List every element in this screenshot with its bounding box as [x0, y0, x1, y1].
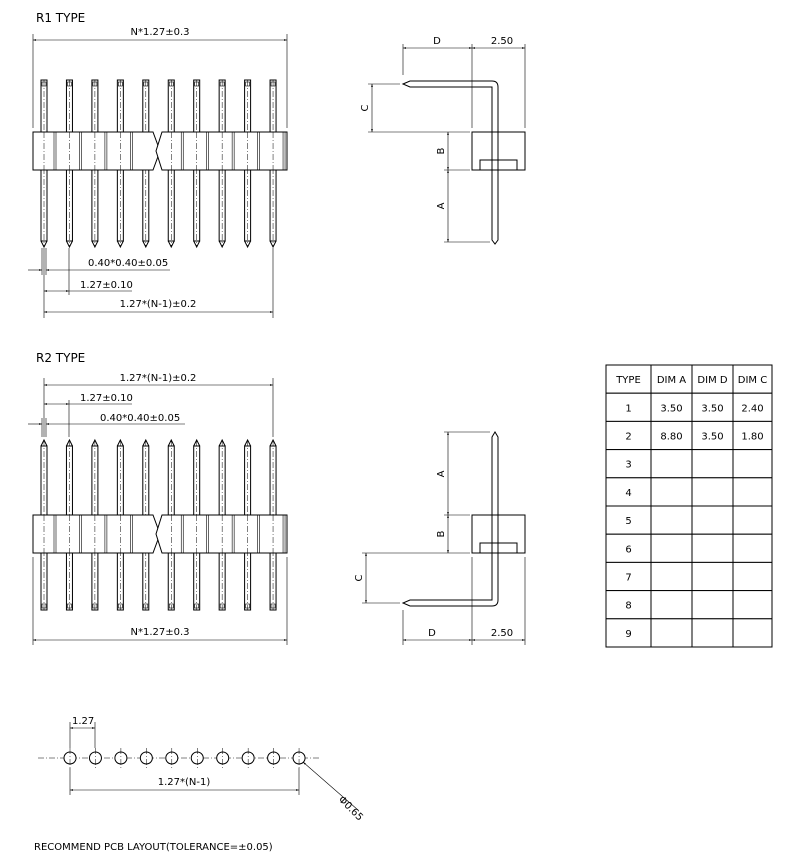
table-cell-text: 6 — [625, 544, 631, 555]
r1-dim-span: 1.27*(N-1)±0.2 — [120, 299, 197, 310]
table-cell — [732, 533, 773, 563]
table-cell — [691, 505, 734, 535]
r1-dim-a: A — [436, 202, 447, 209]
table-cell — [691, 477, 734, 507]
r1-dim-pin: 0.40*0.40±0.05 — [88, 258, 168, 269]
table-cell-text: 1.80 — [741, 432, 763, 443]
housing — [155, 514, 288, 554]
table-row: 2 8.80 3.50 1.80 — [605, 420, 773, 451]
table-cell-text: TYPE — [615, 375, 641, 386]
r2-dim-c: C — [354, 574, 365, 581]
r1-dim-w: 2.50 — [491, 36, 513, 47]
table-cell — [691, 449, 734, 479]
table-cell-text: 3 — [625, 460, 631, 471]
r2-dim-pin: 0.40*0.40±0.05 — [100, 413, 180, 424]
table-cell — [691, 590, 734, 620]
table-cell — [732, 618, 773, 648]
housing — [32, 514, 161, 554]
housing — [32, 131, 161, 171]
table-cell — [605, 420, 652, 451]
table-cell — [650, 477, 693, 507]
table-row: 4 — [605, 477, 773, 507]
dimension-table: TYPE DIM A DIM D DIM C 1 3.50 3.50 2.40 2 8.80 3.5… — [605, 364, 773, 648]
table-cell-text: 9 — [625, 629, 631, 640]
table-cell-text: 3.50 — [660, 403, 682, 414]
table-cell — [650, 561, 693, 592]
pcb-dim-span: 1.27*(N-1) — [158, 777, 211, 788]
table-cell-text: 5 — [625, 516, 631, 527]
r1-front-view — [32, 79, 288, 249]
table-cell — [650, 590, 693, 620]
r2-dim-b: B — [436, 530, 447, 537]
table-row: 8 — [605, 590, 773, 620]
table-cell-text: 3.50 — [701, 403, 723, 414]
table-cell — [691, 618, 734, 648]
r1-dim-d: D — [433, 36, 441, 47]
housing — [155, 131, 288, 171]
table-row: 5 — [605, 505, 773, 535]
r2-dim-pitch: 1.27±0.10 — [80, 393, 133, 404]
table-cell — [691, 533, 734, 563]
r2-dim-w: 2.50 — [491, 628, 513, 639]
table-cell — [605, 449, 652, 479]
pcb-dim-pitch: 1.27 — [72, 716, 94, 727]
table-cell — [605, 618, 652, 648]
r2-dim-d: D — [428, 628, 436, 639]
table-cell-text: DIM C — [738, 375, 767, 386]
table-cell — [650, 618, 693, 648]
pcb-hole-dia: Φ0.65 — [336, 794, 365, 823]
table-cell-text: 2 — [625, 432, 631, 443]
table-row: 6 — [605, 533, 773, 563]
table-cell-text: 4 — [625, 488, 631, 499]
r2-dim-overall: N*1.27±0.3 — [130, 627, 189, 638]
r1-dim-pitch: 1.27±0.10 — [80, 280, 133, 291]
table-row: 3 — [605, 449, 773, 479]
r2-dim-a: A — [436, 470, 447, 477]
r2-front-view — [32, 438, 288, 611]
pcb-caption: RECOMMEND PCB LAYOUT(TOLERANCE=±0.05) — [34, 842, 273, 853]
r2-dim-span: 1.27*(N-1)±0.2 — [120, 373, 197, 384]
table-row: 9 — [605, 618, 773, 648]
r1-title: R1 TYPE — [36, 11, 85, 25]
table-cell — [732, 590, 773, 620]
table-cell — [732, 449, 773, 479]
table-row: 1 3.50 3.50 2.40 — [605, 392, 773, 422]
table-cell — [732, 561, 773, 592]
table-cell — [605, 533, 652, 563]
table-cell — [650, 449, 693, 479]
pcb-layout — [38, 748, 320, 768]
table-cell-text: DIM A — [657, 375, 686, 386]
table-cell-text: 2.40 — [741, 403, 763, 414]
table-row: 7 — [605, 561, 773, 592]
table-cell — [650, 420, 693, 451]
table-cell-text: 8.80 — [660, 432, 682, 443]
table-cell — [732, 477, 773, 507]
table-cell-text: 7 — [625, 573, 631, 584]
table-cell — [691, 561, 734, 592]
table-cell-text: 1 — [625, 403, 631, 414]
r1-dim-overall: N*1.27±0.3 — [130, 27, 189, 38]
table-cell-text: 8 — [625, 601, 631, 612]
r1-side-view: D 2.50 C B A — [360, 36, 526, 245]
table-cell-text: 3.50 — [701, 432, 723, 443]
table-cell — [650, 505, 693, 535]
table-cell — [732, 505, 773, 535]
table-cell — [732, 420, 773, 451]
table-cell — [732, 392, 773, 422]
r2-title: R2 TYPE — [36, 351, 85, 365]
r2-side-view: A B C D 2.50 — [354, 431, 526, 645]
table-cell — [605, 392, 652, 422]
table-header-row: TYPE DIM A DIM D DIM C — [605, 364, 773, 394]
table-cell — [650, 533, 693, 563]
r1-dim-b: B — [436, 147, 447, 154]
table-cell-text: DIM D — [697, 375, 727, 386]
r1-dim-c: C — [360, 104, 371, 111]
